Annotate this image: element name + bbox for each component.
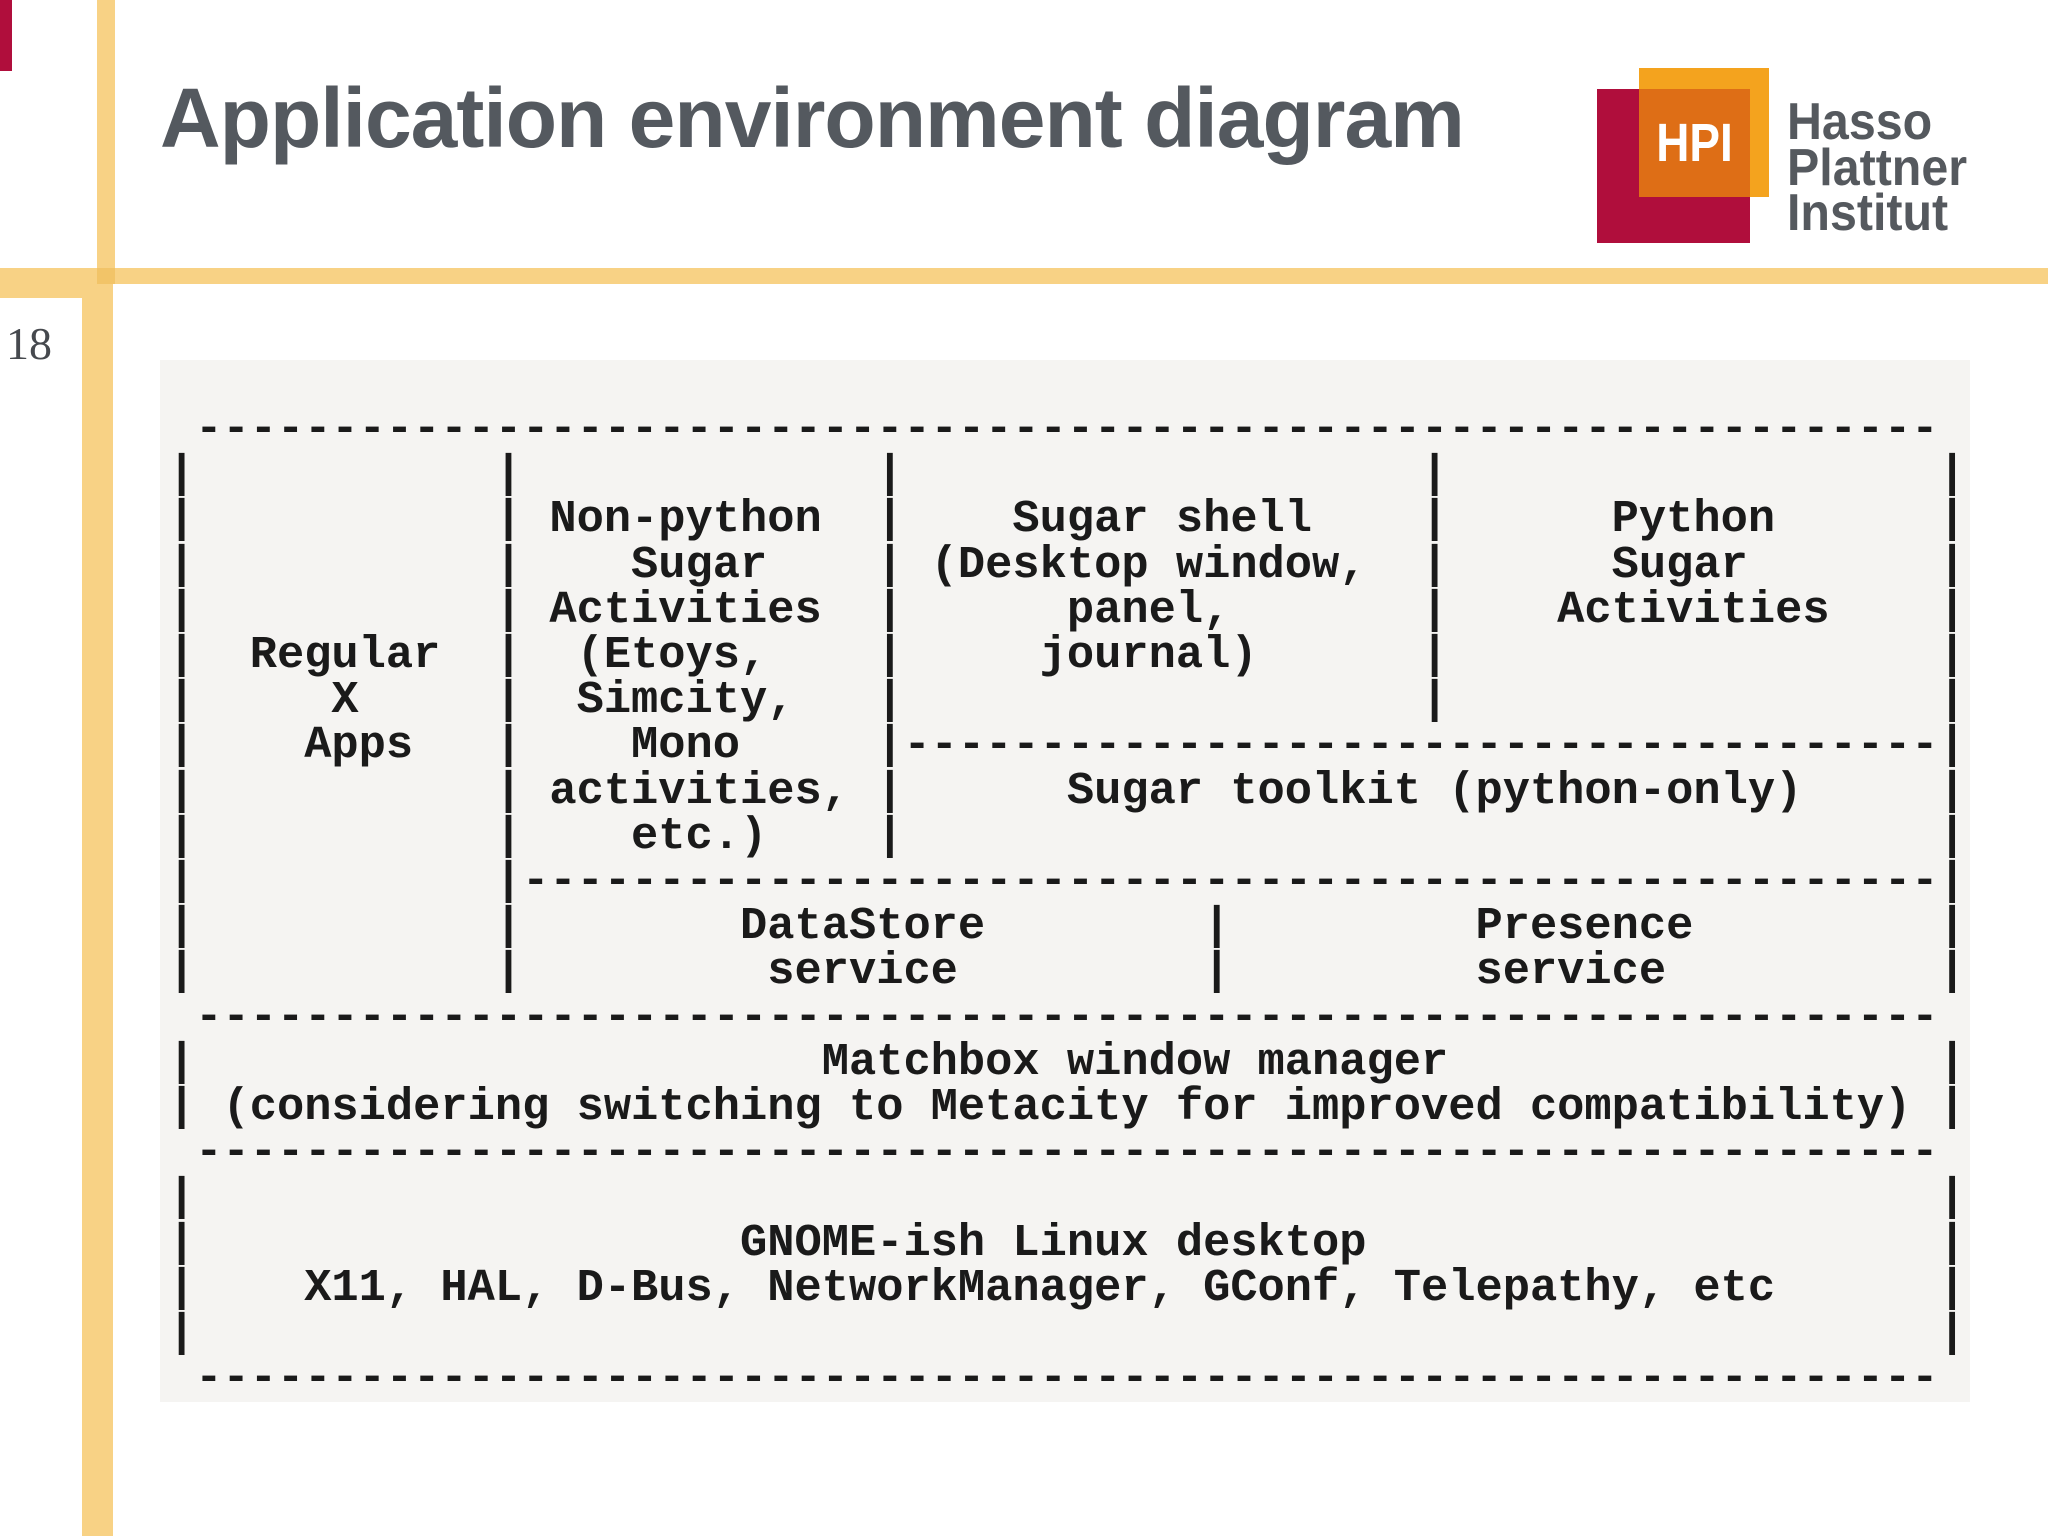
diagram-panel — [160, 360, 1970, 1402]
logo-line-plattner: Plattner — [1787, 138, 1968, 197]
page-number: 18 — [6, 318, 52, 369]
hpi-logo-overlap-square — [1639, 89, 1750, 197]
slide-title: Application environment diagram — [160, 71, 1465, 165]
accent-stripe-intersection — [97, 268, 115, 284]
logo-line-institut: Institut — [1787, 184, 1949, 242]
accent-band-ledge — [0, 284, 113, 298]
vertical-accent-stripe-bottom — [82, 298, 113, 1536]
logo-line-hasso: Hasso — [1787, 93, 1933, 151]
slide-edge-red-marker — [0, 0, 12, 71]
application-environment-ascii-diagram: ----------------------------------------… — [168, 403, 1966, 1405]
vertical-accent-stripe-top — [97, 0, 115, 268]
hpi-logo-institute-name: Hasso Plattner Institut — [1787, 93, 1968, 242]
horizontal-accent-band — [0, 268, 2048, 284]
hpi-logo-monogram: HPI — [1656, 113, 1733, 173]
